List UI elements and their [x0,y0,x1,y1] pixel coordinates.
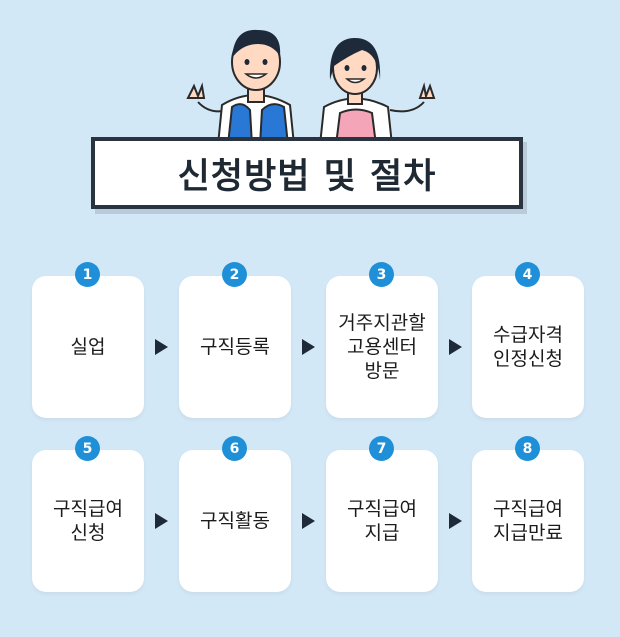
step-number-badge: 5 [75,436,100,461]
step-card-7: 구직급여 지급 [326,450,438,592]
arrow-right-icon [155,339,168,355]
step-label: 구직급여 신청 [53,498,123,544]
step-number-badge: 7 [369,436,394,461]
step-card-2: 구직등록 [179,276,291,418]
step-number-badge: 2 [222,262,247,287]
step-label: 실업 [70,336,106,358]
step-card-4: 수급자격 인정신청 [472,276,584,418]
step-card-5: 구직급여 신청 [32,450,144,592]
step-number-badge: 1 [75,262,100,287]
step-card-6: 구직활동 [179,450,291,592]
step-number-badge: 4 [515,262,540,287]
step-label: 수급자격 인정신청 [493,324,563,370]
step-card-8: 구직급여 지급만료 [472,450,584,592]
step-label: 구직등록 [200,336,270,358]
arrow-right-icon [302,339,315,355]
step-card-3: 거주지관할 고용센터 방문 [326,276,438,418]
step-number-badge: 6 [222,436,247,461]
step-label: 구직급여 지급 [347,498,417,544]
man-figure [186,29,296,145]
arrow-right-icon [302,513,315,529]
staff-illustration [186,29,436,145]
step-label: 구직급여 지급만료 [493,498,563,544]
arrow-right-icon [155,513,168,529]
step-number-badge: 3 [369,262,394,287]
step-label: 구직활동 [200,510,270,532]
title-banner: 신청방법 및 절차 [91,137,523,209]
step-card-1: 실업 [32,276,144,418]
arrow-right-icon [449,513,462,529]
step-label: 거주지관할 고용센터 방문 [338,312,426,382]
woman-figure [318,38,436,145]
step-number-badge: 8 [515,436,540,461]
page-title: 신청방법 및 절차 [177,156,437,197]
arrow-right-icon [449,339,462,355]
